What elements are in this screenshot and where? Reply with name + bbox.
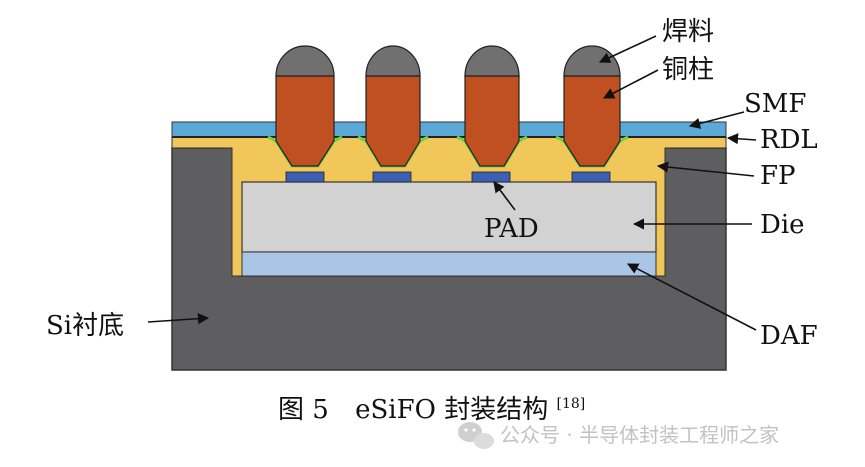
pad <box>285 171 325 183</box>
pillar-arrow <box>603 69 659 99</box>
pad-arrow <box>493 181 516 211</box>
wechat-icon <box>458 422 494 449</box>
copper-pillar-group <box>357 45 429 168</box>
solder-arrow <box>598 35 657 63</box>
label-copper-pillar: 铜柱 <box>662 55 714 85</box>
caption-title: eSiFO 封装结构 <box>355 395 548 425</box>
label-rdl: RDL <box>760 125 818 155</box>
solder-cap <box>365 45 421 77</box>
copper-pillar <box>365 75 421 167</box>
copper-pillar <box>275 75 335 167</box>
solder-cap <box>563 45 621 77</box>
rdl-arrow <box>726 133 757 145</box>
label-solder: 焊料 <box>662 17 714 47</box>
figure-caption: 图 5 eSiFO 封装结构 [18] <box>278 395 585 425</box>
caption-reference: [18] <box>556 396 585 412</box>
pad <box>571 171 611 183</box>
pad <box>471 171 511 183</box>
label-daf: DAF <box>760 321 818 351</box>
label-smf: SMF <box>744 89 806 119</box>
daf-layer <box>241 251 657 277</box>
caption-figure-label: 图 5 <box>278 395 329 425</box>
solder-cap <box>464 45 520 77</box>
label-die: Die <box>760 210 805 240</box>
solder-cap <box>275 45 335 77</box>
copper-pillar <box>563 75 621 167</box>
smf-arrow <box>688 111 745 129</box>
copper-pillar-group <box>456 45 528 168</box>
si-arrow <box>147 313 210 325</box>
die <box>241 181 657 253</box>
pad <box>372 171 412 183</box>
label-fp: FP <box>760 161 796 191</box>
label-si-substrate: Si衬底 <box>46 311 124 341</box>
watermark: 公众号 · 半导体封装工程师之家 <box>458 422 779 449</box>
fp-arrow <box>656 161 755 177</box>
copper-pillar-group <box>555 45 629 168</box>
smf-layer <box>171 121 727 138</box>
watermark-text: 公众号 · 半导体封装工程师之家 <box>500 423 779 447</box>
copper-pillar <box>464 75 520 167</box>
label-pad: PAD <box>484 214 539 244</box>
daf-arrow <box>627 263 757 331</box>
copper-pillar-group <box>267 45 343 168</box>
